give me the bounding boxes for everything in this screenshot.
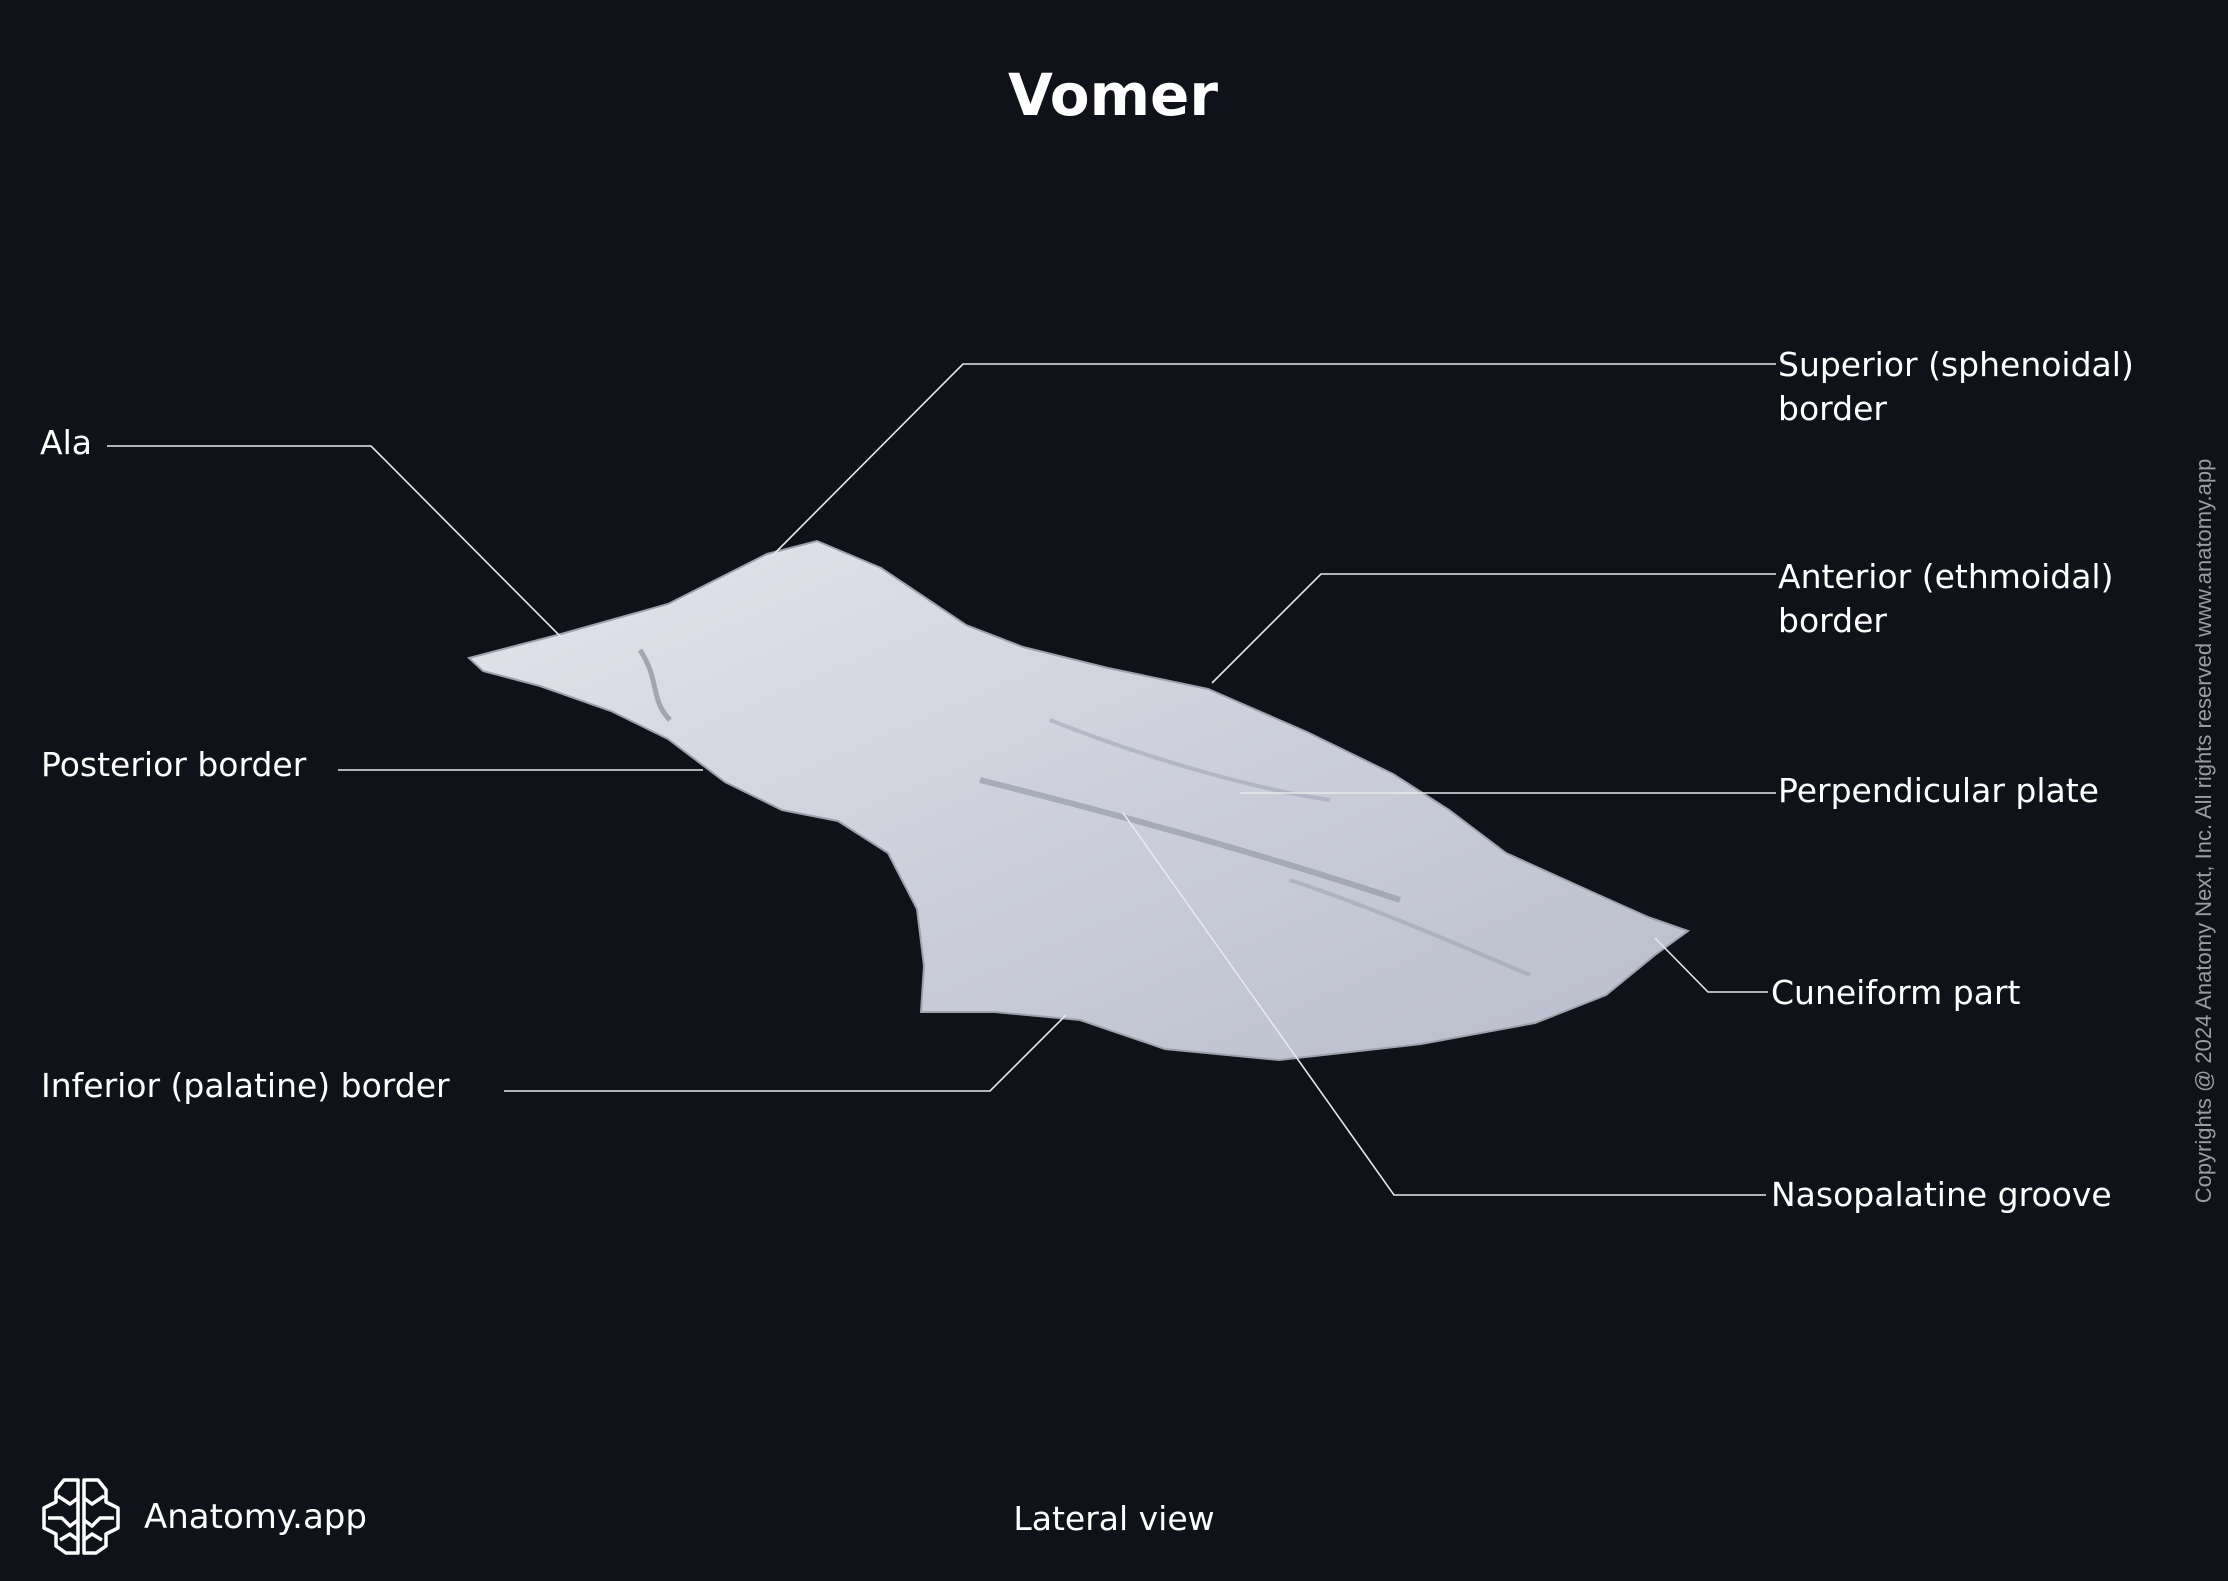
brand-name: Anatomy.app — [144, 1497, 367, 1537]
label-ala: Ala — [40, 423, 92, 462]
label-anterior-border: Anterior (ethmoidal) — [1778, 557, 2113, 596]
vomer-bone — [466, 539, 1691, 1062]
label-cuneiform-part: Cuneiform part — [1771, 973, 2021, 1012]
label-perpendicular-plate: Perpendicular plate — [1778, 771, 2099, 810]
label-inferior-border: Inferior (palatine) border — [41, 1066, 450, 1105]
copyright-notice: Copyrights @ 2024 Anatomy Next, Inc. All… — [2191, 459, 2216, 1204]
brain-icon — [42, 1478, 120, 1555]
label-superior-border-line2: border — [1778, 389, 1887, 428]
view-caption: Lateral view — [1013, 1499, 1214, 1538]
label-posterior-border: Posterior border — [41, 745, 307, 784]
diagram-title: Vomer — [1008, 61, 1218, 129]
label-anterior-border-line2: border — [1778, 601, 1887, 640]
label-superior-border: Superior (sphenoidal) — [1778, 345, 2134, 384]
label-nasopalatine-groove: Nasopalatine groove — [1771, 1175, 2112, 1214]
leader-lines — [107, 363, 1776, 1196]
